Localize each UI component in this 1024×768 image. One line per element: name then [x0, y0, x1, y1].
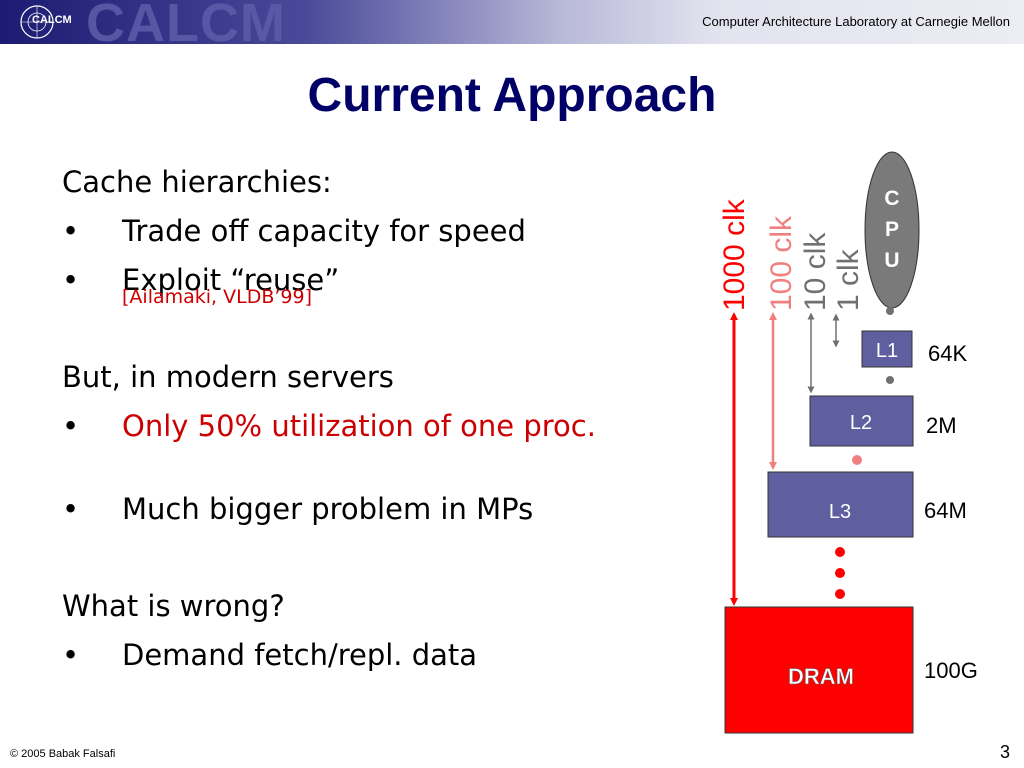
dram-size: 100G: [924, 658, 978, 683]
dram-label: DRAM: [788, 664, 854, 689]
bullet-text-highlight: Only 50% utilization of one proc.: [122, 409, 596, 443]
latency-label-1: 1 clk: [832, 248, 865, 311]
slide-title: Current Approach: [307, 69, 717, 122]
dram-box: [724, 606, 914, 734]
cpu-letter: C: [884, 187, 899, 210]
slide-content: Cache hierarchies: • Trade off capacity …: [62, 162, 722, 684]
connector-dot: [852, 455, 862, 465]
connector-dot: [886, 376, 894, 384]
citation: [Ailamaki, VLDB’99]: [122, 286, 312, 308]
bullet-text: Much bigger problem in MPs: [122, 492, 534, 526]
bullet-text: Exploit “reuse”: [122, 263, 340, 297]
connector-dot: [835, 568, 845, 578]
bullet-text: Demand fetch/repl. data: [122, 638, 478, 672]
bullet-text: Trade off capacity for speed: [122, 214, 526, 248]
l3-label: L3: [829, 501, 851, 523]
l1-label: L1: [876, 340, 898, 362]
bullet-symbol: •: [62, 409, 80, 443]
connector-dot: [835, 547, 845, 557]
bullet-item: • Trade off capacity for speed: [62, 211, 722, 260]
bullet-symbol: •: [62, 492, 80, 526]
logo-big-text: CALCM: [86, 0, 286, 44]
bullet-item: • Much bigger problem in MPs: [62, 489, 722, 538]
cpu-letter: U: [884, 249, 899, 272]
l2-size: 2M: [926, 413, 957, 438]
bullet-item: • Demand fetch/repl. data: [62, 635, 722, 684]
section1-heading: Cache hierarchies:: [62, 165, 332, 199]
header-banner: CALCM CALCM Computer Architecture Labora…: [0, 0, 1024, 44]
latency-label-100: 100 clk: [765, 215, 798, 311]
page-number: 3: [999, 742, 1010, 762]
logo-small-text: CALCM: [32, 14, 72, 26]
latency-label-1000: 1000 clk: [718, 198, 751, 311]
copyright-footer: © 2005 Babak Falsafi: [10, 748, 116, 760]
bullet-symbol: •: [62, 263, 80, 297]
latency-label-10: 10 clk: [799, 232, 832, 311]
lab-name: Computer Architecture Laboratory at Carn…: [702, 14, 1010, 29]
bullet-item: • Only 50% utilization of one proc.: [62, 406, 722, 455]
l2-box: [809, 395, 914, 447]
l3-box: [767, 471, 914, 538]
section3-heading: What is wrong?: [62, 589, 285, 623]
connector-dot: [886, 307, 894, 315]
bullet-symbol: •: [62, 638, 80, 672]
l2-label: L2: [850, 412, 872, 434]
l3-size: 64M: [924, 498, 967, 523]
bullet-item: • Exploit “reuse”: [62, 260, 722, 309]
l1-size: 64K: [928, 341, 967, 366]
connector-dot: [835, 589, 845, 599]
bullet-symbol: •: [62, 214, 80, 248]
l1-box: [861, 330, 913, 368]
section2-heading: But, in modern servers: [62, 360, 394, 394]
calcm-logo-icon: [20, 5, 54, 39]
cpu-letter: P: [885, 218, 899, 241]
